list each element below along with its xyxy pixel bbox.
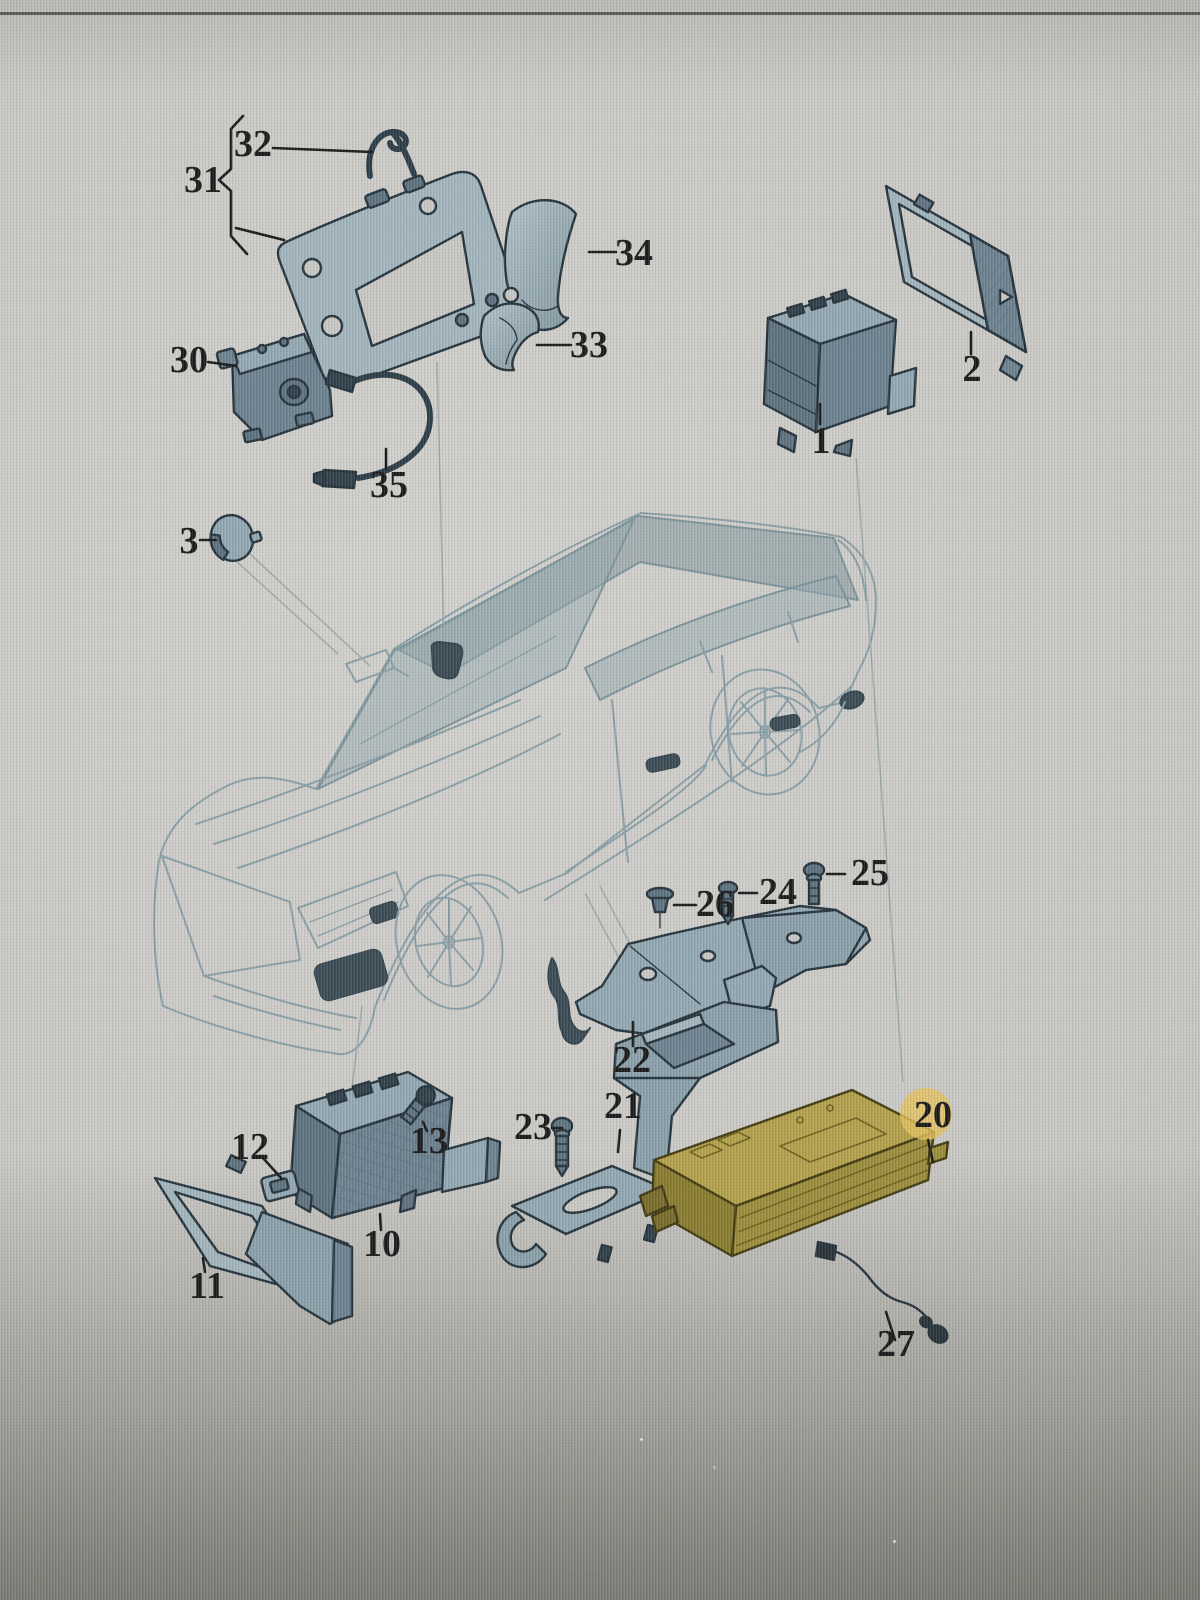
part-12-drawing[interactable] [260,1169,300,1203]
highlight-circle [900,1088,952,1140]
locator-lines [234,361,904,1097]
part-callout-3[interactable]: 3 [180,520,218,562]
car-grille [162,856,300,976]
callout-leader-line [421,1120,429,1133]
part-number-label[interactable]: 25 [851,852,889,894]
part-number-label[interactable]: 23 [514,1106,552,1148]
part-callout-32[interactable]: 32 [234,123,374,165]
callout-leader-line [884,1310,897,1342]
part-2-drawing[interactable] [884,184,1028,382]
car-body-outline [154,513,876,1054]
part-20-drawing[interactable] [638,1088,950,1258]
part-number-label[interactable]: 10 [363,1223,401,1265]
part-32-drawing[interactable] [366,128,417,179]
part-callout-1[interactable]: 1 [812,402,831,462]
car-windshield [318,519,634,789]
part-callout-21[interactable]: 21 [604,1085,642,1154]
part-callout-12[interactable]: 12 [231,1126,284,1181]
part-34-drawing[interactable] [502,198,578,331]
callout-leader-line [378,1212,383,1232]
part-number-label[interactable]: 34 [615,232,653,274]
part-number-label[interactable]: 24 [759,871,797,913]
part-callout-26[interactable]: 26 [672,883,734,925]
part-callout-13[interactable]: 13 [410,1120,448,1162]
screen-top-edge [0,12,1200,15]
part-21-drawing[interactable] [496,964,780,1269]
part-callout-35[interactable]: 35 [370,447,408,506]
dust-speck [893,1540,896,1543]
part-number-label[interactable]: 33 [570,324,608,366]
part-30-drawing[interactable] [215,332,334,444]
part-26-drawing[interactable] [645,886,675,929]
vehicle-illustration [154,513,876,1054]
dust-speck [640,1438,643,1441]
callout-leader-line [201,1256,207,1274]
part-33-drawing[interactable] [479,302,540,372]
part-callout-10[interactable]: 10 [363,1212,401,1265]
car-door-handle [645,753,681,774]
car-side-windows [585,576,850,700]
part-3-drawing[interactable] [204,507,265,566]
car-front-wheel [380,862,517,1021]
part-31-drawing[interactable] [276,170,522,387]
callout-leader-line [616,1128,622,1154]
part-callout-22[interactable]: 22 [613,1020,651,1081]
part-callout-2[interactable]: 2 [963,330,982,390]
part-callout-30[interactable]: 30 [170,339,238,381]
part-callout-24[interactable]: 24 [737,871,797,913]
part-callout-33[interactable]: 33 [535,324,608,366]
part-number-label[interactable]: 32 [234,123,272,165]
part-number-label[interactable]: 27 [877,1323,915,1365]
part-callout-31[interactable]: 31 [184,159,222,201]
part-callout-11[interactable]: 11 [189,1256,225,1307]
part-25-drawing[interactable] [802,861,826,906]
part-35-drawing[interactable] [312,368,434,490]
part-27-drawing[interactable] [814,1240,951,1346]
callout-leader-line [926,1138,935,1164]
car-headlight [298,872,408,948]
part-1-drawing[interactable] [762,288,918,458]
part-callout-25[interactable]: 25 [825,852,889,894]
car-rear-wheel [697,658,832,806]
car-door-seal [548,958,590,1044]
part-10-drawing[interactable] [288,1070,502,1220]
car-front-intake [312,947,390,1003]
part-11-drawing[interactable] [153,1153,354,1326]
callout-31-brace [217,114,286,256]
car-windshield-camera-housing [432,642,463,678]
part-number-label[interactable]: 11 [189,1265,225,1307]
part-13-drawing[interactable] [399,1083,438,1126]
part-number-label[interactable]: 21 [604,1085,642,1127]
part-callout-20[interactable]: 20 [900,1088,952,1164]
part-24-drawing[interactable] [717,880,739,926]
part-number-label[interactable]: 13 [410,1120,448,1162]
part-number-label[interactable]: 26 [696,883,734,925]
part-callout-27[interactable]: 27 [877,1310,915,1365]
dust-speck [713,1466,716,1469]
part-number-label[interactable]: 3 [180,520,199,562]
part-number-label[interactable]: 20 [914,1094,952,1136]
car-door-handle [769,713,801,731]
part-number-label[interactable]: 31 [184,159,222,201]
part-number-label[interactable]: 30 [170,339,208,381]
part-number-label[interactable]: 22 [613,1039,651,1081]
part-number-label[interactable]: 35 [370,464,408,506]
part-callout-34[interactable]: 34 [587,232,653,274]
part-number-label[interactable]: 2 [963,348,982,390]
callout-leader-line [206,360,238,368]
part-callout-23[interactable]: 23 [514,1106,564,1148]
part-number-label[interactable]: 1 [812,420,831,462]
part-number-label[interactable]: 12 [231,1126,269,1168]
part-23-drawing[interactable] [550,1116,574,1178]
callout-leader-line [261,1156,284,1181]
callout-leader-line [271,146,374,154]
